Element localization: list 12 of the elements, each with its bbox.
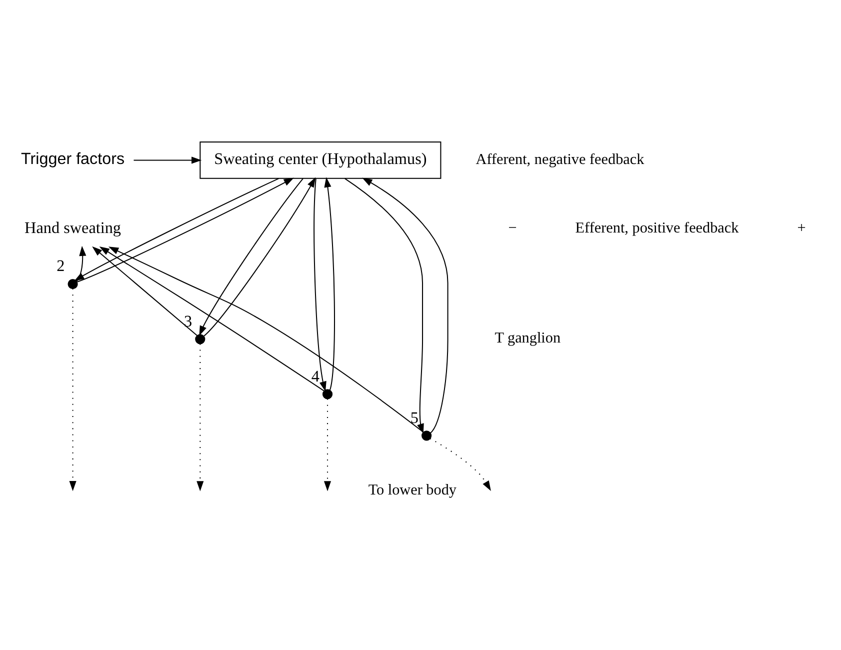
node-label: 3 bbox=[184, 312, 192, 330]
node-label: 4 bbox=[311, 368, 320, 385]
node-label: 5 bbox=[410, 409, 418, 426]
label: T ganglion bbox=[494, 329, 561, 346]
node-text: Trigger factors bbox=[21, 150, 125, 168]
label: Afferent, negative feedback bbox=[476, 150, 644, 168]
node-text: Hand sweating bbox=[24, 219, 122, 236]
node-label: 2 bbox=[56, 258, 65, 275]
label: Efferent, positive feedback bbox=[575, 219, 739, 236]
label: − bbox=[508, 219, 517, 236]
label: + bbox=[797, 219, 806, 236]
label: To lower body bbox=[368, 480, 457, 498]
